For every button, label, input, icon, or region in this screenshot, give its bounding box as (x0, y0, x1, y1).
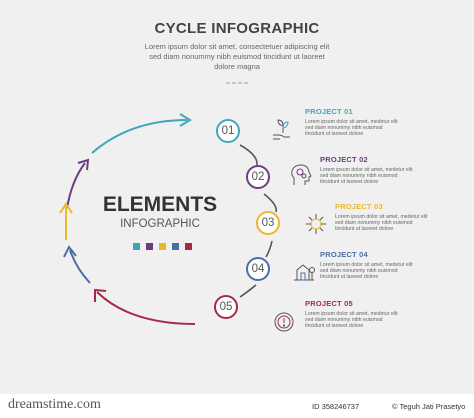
swatch-teal (133, 243, 140, 250)
project-desc-01: Lorem ipsum dolor sit amet, medetur elit… (305, 119, 398, 138)
center-subtitle: INFOGRAPHIC (120, 218, 200, 230)
step-circle-04: 04 (246, 257, 270, 281)
arrow-head-5 (94, 288, 107, 302)
arrow-head-2 (77, 158, 90, 171)
arc-segment-2 (66, 162, 86, 209)
swatch-purple (146, 243, 153, 250)
author-credit: © Teguh Jati Prasetyo (392, 402, 466, 411)
project-label-02: PROJECT 02 (320, 155, 368, 164)
step-circle-05: 05 (214, 295, 238, 319)
arrow-head-4 (63, 245, 77, 258)
footer-bar: dreamstime.com ID 358246737 © Teguh Jati… (0, 394, 474, 418)
arc-segment-4 (69, 249, 91, 284)
step-circle-02: 02 (246, 165, 270, 189)
step-connector (239, 144, 278, 298)
project-label-04: PROJECT 04 (320, 250, 368, 259)
stock-logo: dreamstime.com (8, 397, 101, 412)
head-gears-icon (291, 164, 312, 185)
plant-hand-icon (273, 119, 290, 140)
arrow-head-3 (59, 202, 73, 214)
page-subtitle: Lorem ipsum dolor sit amet, consectetuer… (144, 42, 330, 71)
project-label-03: PROJECT 03 (335, 202, 383, 211)
alert-timer-icon (274, 312, 294, 332)
swatch-blue (172, 243, 179, 250)
color-swatches (133, 237, 198, 255)
center-title: ELEMENTS (102, 193, 218, 216)
arc-segment-5 (96, 291, 196, 325)
swatch-red (185, 243, 192, 250)
swatch-yellow (159, 243, 166, 250)
step-circle-03: 03 (256, 211, 280, 235)
project-desc-02: Lorem ipsum dolor sit amet, medetur elit… (320, 167, 413, 186)
project-desc-05: Lorem ipsum dolor sit amet, medetur elit… (305, 311, 398, 330)
image-id: ID 358246737 (312, 402, 360, 411)
arc-segment-1 (91, 119, 188, 154)
page-title: CYCLE INFOGRAPHIC (154, 20, 320, 37)
project-desc-03: Lorem ipsum dolor sit amet, medetur elit… (335, 214, 428, 233)
arrow-head-1 (179, 113, 192, 127)
pager-dots (226, 71, 250, 89)
virus-bulb-icon (306, 214, 326, 234)
project-label-05: PROJECT 05 (305, 299, 353, 308)
step-circle-01: 01 (216, 119, 240, 143)
project-label-01: PROJECT 01 (305, 107, 353, 116)
project-desc-04: Lorem ipsum dolor sit amet, medetur elit… (320, 262, 413, 281)
house-trees-icon (294, 264, 315, 281)
